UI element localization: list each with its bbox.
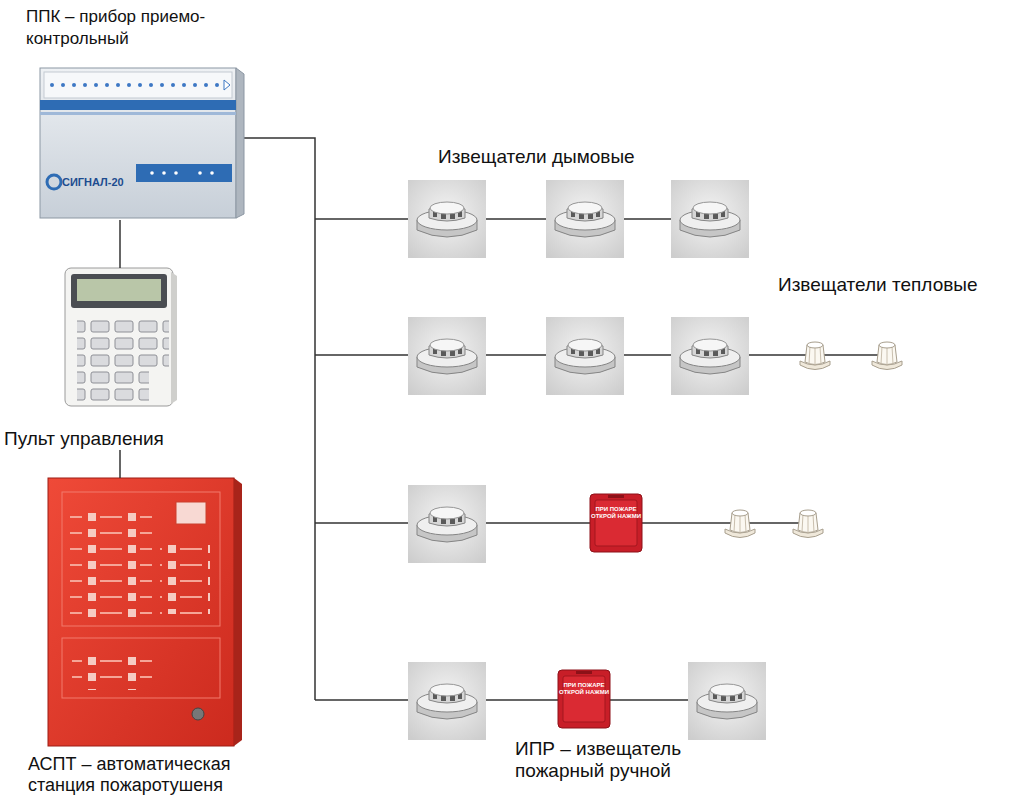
text-label: СИГНАЛ-20: [62, 176, 142, 189]
text-label: Извещатели дымовые: [438, 146, 698, 168]
connector-line: [119, 220, 121, 268]
heat-detectors: [725, 342, 902, 538]
device-caption-group: ППК – прибор приемо-контрольный: [26, 6, 286, 56]
text-label: ИПР – извещатель пожарный ручной: [515, 738, 715, 782]
device-caption: Пульт управления: [4, 428, 204, 450]
device-caption-group: Пульт управления: [4, 428, 204, 450]
device-node: АСПТ – автоматическая станция пожаротуше…: [28, 478, 288, 796]
smoke-detectors: [408, 180, 766, 740]
extinguishing-station-device: [48, 478, 242, 746]
device-caption: АСПТ – автоматическая станция пожаротуше…: [28, 754, 288, 796]
manual-call-points: [558, 494, 642, 728]
keypad-device: [65, 268, 177, 406]
loop-wires: [244, 138, 887, 700]
control-panel-device: [40, 68, 244, 218]
device-caption-group: АСПТ – автоматическая станция пожаротуше…: [28, 754, 288, 796]
text-label: Извещатели тепловые: [778, 274, 1018, 296]
text-label: ПРИ ПОЖАРЕ ОТКРОЙ НАЖМИ: [591, 506, 641, 520]
device-caption: ППК – прибор приемо-контрольный: [26, 6, 286, 50]
device-area: [26, 64, 286, 220]
connector-line: [119, 450, 121, 478]
device-node: Пульт управления: [4, 268, 204, 450]
device-area: [4, 268, 204, 406]
device-area: [28, 478, 288, 746]
text-label: ПРИ ПОЖАРЕ ОТКРОЙ НАЖМИ: [559, 682, 609, 696]
